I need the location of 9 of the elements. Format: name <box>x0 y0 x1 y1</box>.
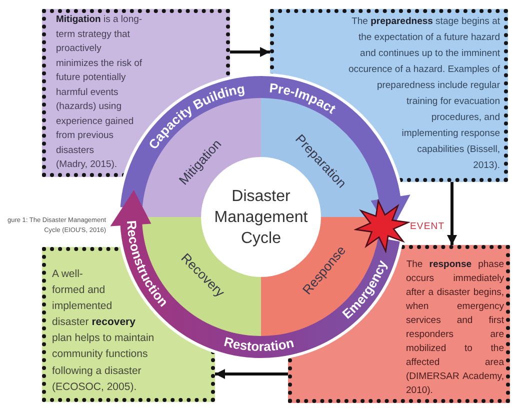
description-text: The response phase occurs immediately after a disaster begins, when emergency services and first responders are mobilized to the affected area (DIMERSAR Academy, 2010). <box>406 259 504 396</box>
description-text: Mitigation is a long-term strategy that proactively minimizes the risk of future potentially harmful events (hazards) using experience gained from previous disasters (Madry, 2015). <box>56 14 142 170</box>
hub-title: Disaster Management Cycle <box>213 188 308 248</box>
arrow <box>215 369 288 379</box>
ring-label: Restoration <box>222 334 296 354</box>
description-text: The preparedness stage begins at the expectation of a future hazard and continues up to the imminent occurence of a hazard. Examples of preparedness include regular training for evacuation procedures, and implementing response capabilities (Bissell, 2013). <box>348 16 500 171</box>
arrow <box>447 182 457 245</box>
event-label: EVENT <box>410 221 445 232</box>
arrow <box>230 47 270 57</box>
